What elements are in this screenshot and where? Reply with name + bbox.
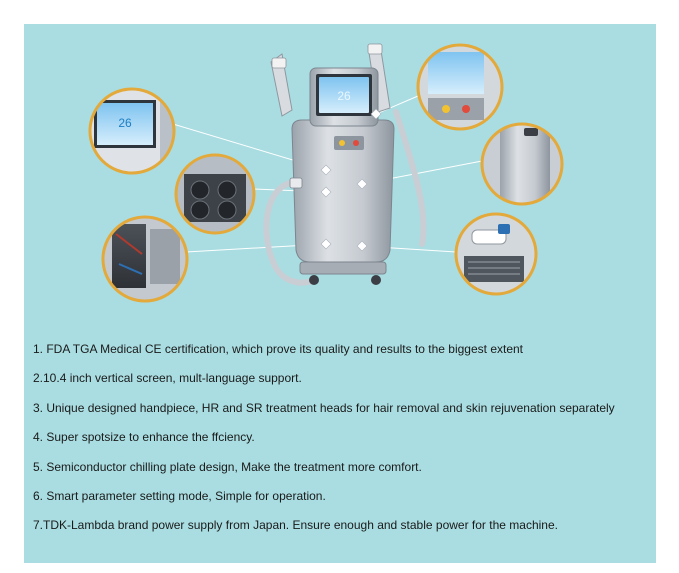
left-cable	[263, 179, 317, 286]
feature-item: 5. Semiconductor chilling plate design, …	[33, 459, 422, 474]
feature-list: 1. FDA TGA Medical CE certification, whi…	[33, 342, 653, 548]
content-panel: 26 26	[24, 24, 656, 563]
callout-cooling-fans	[174, 153, 256, 235]
feature-item: 6. Smart parameter setting mode, Simple …	[33, 488, 326, 503]
callout-screen-left: 26	[88, 87, 176, 175]
callout-internal-components	[101, 215, 189, 303]
feature-item: 7.TDK-Lambda brand power supply from Jap…	[33, 518, 558, 533]
right-cable	[393, 109, 427, 247]
callout-screen-right	[416, 43, 504, 131]
feature-item: 1. FDA TGA Medical CE certification, whi…	[33, 342, 524, 356]
feature-item: 3. Unique designed handpiece, HR and SR …	[33, 400, 615, 415]
handpiece-left	[270, 53, 293, 117]
svg-text:26: 26	[118, 116, 132, 130]
callout-handle-vent	[454, 212, 538, 296]
callout-markers	[320, 108, 382, 252]
product-illustration: 26 26	[88, 43, 564, 303]
callout-side-panel	[480, 122, 564, 206]
machine-body: 26	[289, 67, 395, 285]
feature-item: 4. Super spotsize to enhance the ffcienc…	[33, 430, 255, 445]
machine-screen-value: 26	[337, 89, 351, 103]
feature-item: 2.10.4 inch vertical screen, mult-langua…	[33, 371, 302, 386]
